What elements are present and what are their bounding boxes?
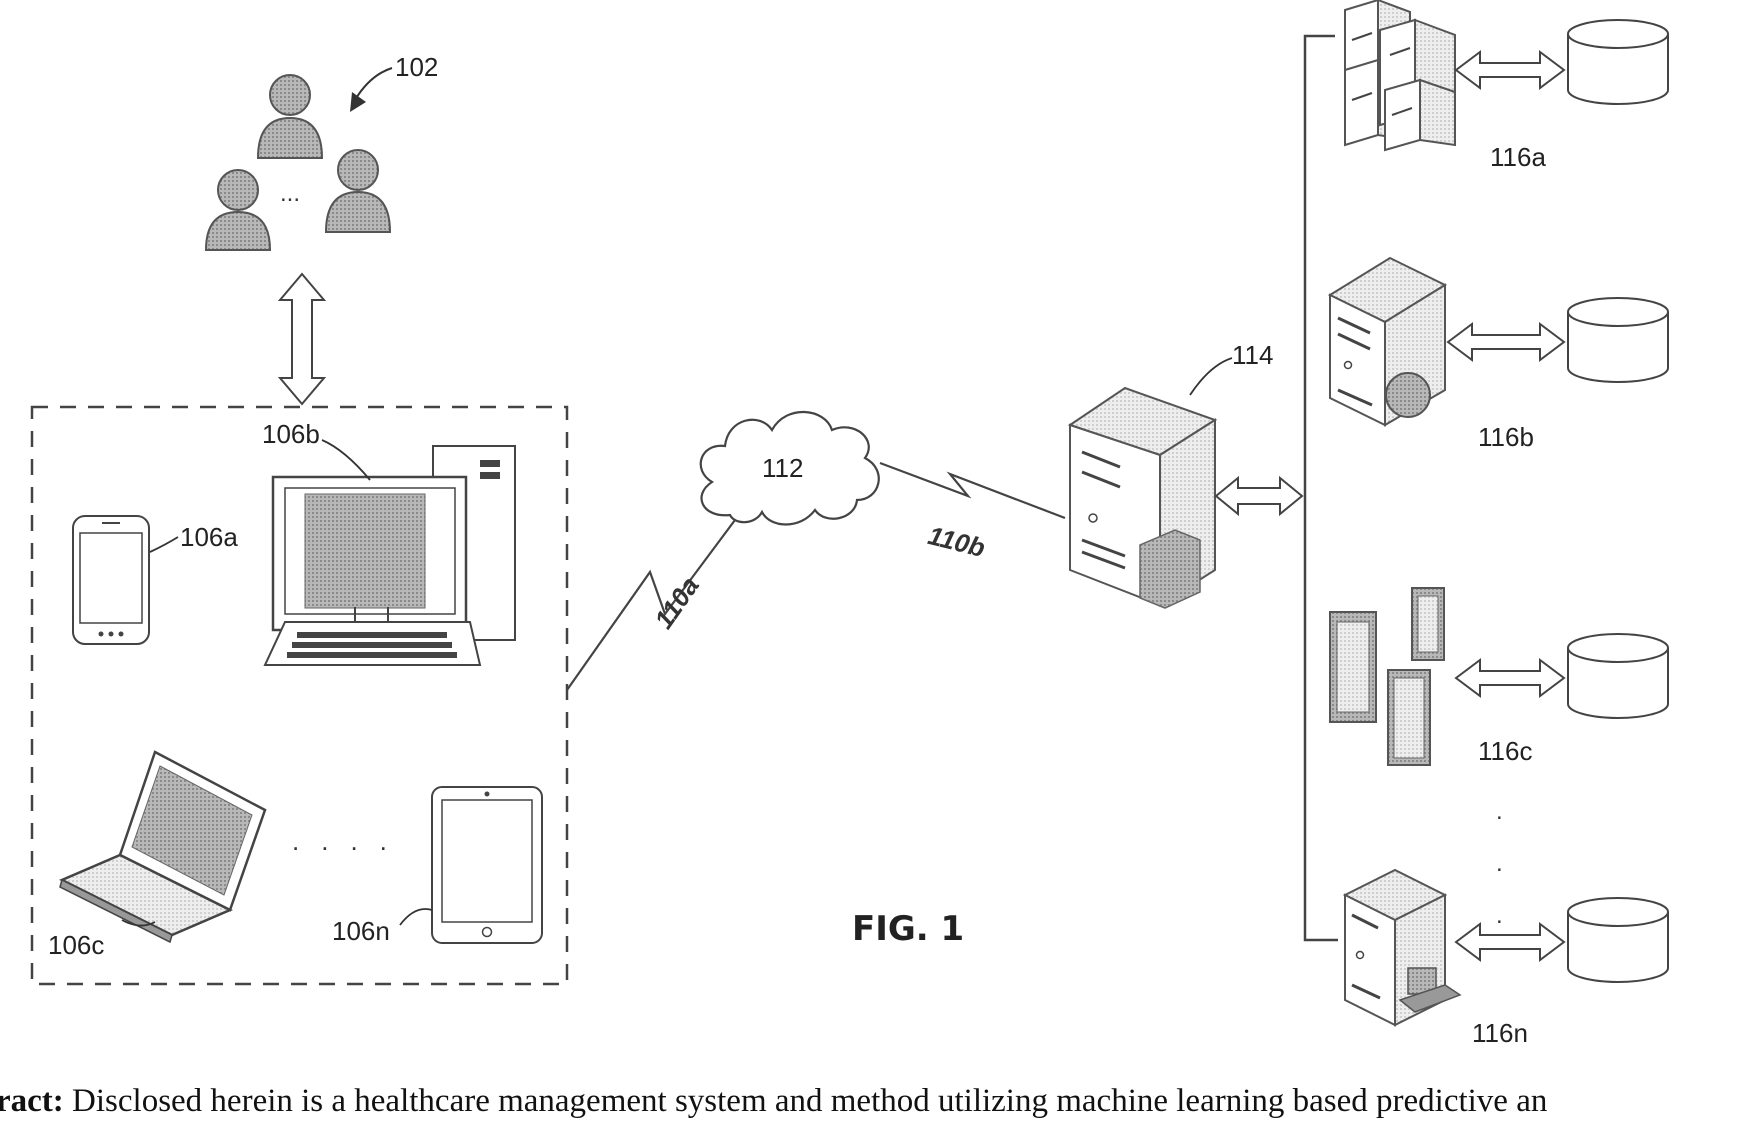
server-114-icon bbox=[1070, 388, 1215, 608]
server-116n-icon bbox=[1345, 870, 1460, 1025]
database-bus-line bbox=[1305, 36, 1338, 940]
pointer-arrow-102 bbox=[355, 68, 392, 100]
databases-ellipsis: . . . bbox=[1496, 786, 1503, 942]
abstract-body: Disclosed herein is a healthcare managem… bbox=[64, 1083, 1548, 1119]
phone-icon bbox=[73, 516, 149, 644]
database-icons bbox=[1568, 20, 1668, 982]
server-racks-116c-icon bbox=[1330, 588, 1444, 765]
database-116a-icon bbox=[1568, 20, 1668, 104]
label-106n: 106n bbox=[332, 918, 390, 944]
label-102: 102 bbox=[395, 54, 438, 80]
desktop-computer-icon bbox=[265, 446, 515, 665]
laptop-icon bbox=[60, 752, 265, 942]
leader-106a bbox=[150, 537, 178, 552]
devices-ellipsis: .... bbox=[292, 826, 409, 857]
server-116b-icon bbox=[1330, 258, 1445, 425]
label-116c: 116c bbox=[1478, 738, 1532, 764]
link-110a-lightning bbox=[567, 520, 735, 690]
figure-title: FIG. 1 bbox=[852, 912, 964, 946]
label-116a: 116a bbox=[1490, 144, 1546, 170]
users-devices-double-arrow bbox=[280, 274, 324, 404]
label-106a: 106a bbox=[180, 524, 238, 550]
server-bus-double-arrow bbox=[1216, 478, 1302, 514]
label-106b: 106b bbox=[262, 421, 320, 447]
leader-106n bbox=[400, 909, 432, 925]
leader-106b bbox=[322, 440, 370, 480]
label-106c: 106c bbox=[48, 932, 104, 958]
db-double-arrows bbox=[1448, 52, 1564, 960]
database-116c-icon bbox=[1568, 634, 1668, 718]
link-110b-lightning bbox=[880, 463, 1065, 518]
abstract-text: ract: Disclosed herein is a healthcare m… bbox=[0, 1085, 1547, 1118]
tablet-icon bbox=[432, 787, 542, 943]
leader-114 bbox=[1190, 358, 1232, 395]
abstract-heading: ract: bbox=[0, 1083, 64, 1119]
label-112: 112 bbox=[762, 455, 803, 481]
database-116b-icon bbox=[1568, 298, 1668, 382]
label-114: 114 bbox=[1232, 342, 1273, 368]
label-116b: 116b bbox=[1478, 424, 1534, 450]
database-116n-icon bbox=[1568, 898, 1668, 982]
users-ellipsis: ... bbox=[280, 180, 300, 208]
server-cluster-116a-icon bbox=[1345, 0, 1455, 150]
label-116n: 116n bbox=[1472, 1020, 1528, 1046]
